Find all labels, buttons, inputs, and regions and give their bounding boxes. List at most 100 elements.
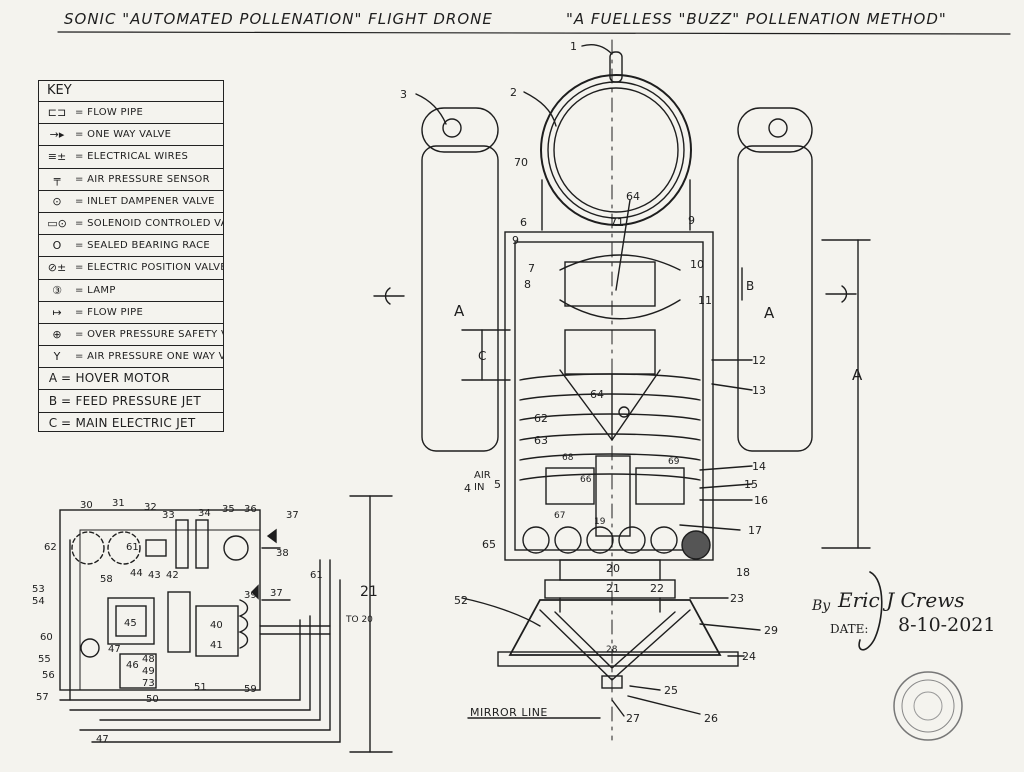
callout-3: 3: [400, 88, 407, 101]
sch-to-label: TO 20: [345, 615, 373, 625]
sch-callout-41: 41: [210, 640, 223, 651]
callout-14: 14: [752, 460, 766, 473]
sch-callout-46: 46: [126, 660, 139, 671]
sch-callout-51: 51: [194, 682, 207, 693]
sch-callout-39: 39: [244, 590, 257, 601]
sch-callout-35: 35: [222, 504, 235, 515]
callout-68: 68: [562, 453, 574, 463]
signature-date-label: DATE:: [830, 622, 869, 636]
callout-16: 16: [754, 494, 768, 507]
callout-18: 18: [736, 566, 750, 579]
sch-callout-57: 57: [36, 692, 49, 703]
callout-21: 21: [606, 582, 620, 595]
callout-66: 66: [580, 475, 592, 485]
key-row: ▭⊙= SOLENOID CONTROLED VALVE: [39, 213, 223, 236]
key-row: ↦= FLOW PIPE: [39, 302, 223, 324]
callout-29: 29: [764, 624, 778, 637]
key-letter: A: [48, 371, 58, 386]
key-row-text: = FLOW PIPE: [75, 306, 144, 318]
sch-callout-58: 58: [100, 574, 113, 585]
label-A-right: A: [764, 304, 775, 322]
key-heading: KEY: [39, 81, 223, 102]
inlet-dampener-icon: ⊙: [52, 194, 62, 208]
sch-callout-38: 38: [276, 548, 289, 559]
callout-13: 13: [752, 384, 766, 397]
sch-callout-43: 43: [148, 570, 161, 581]
sch-callout-30: 30: [80, 500, 93, 511]
control-schematic: [59, 495, 393, 753]
sch-callout-61b: 61: [126, 542, 139, 553]
callout-63: 63: [534, 434, 548, 447]
flow-pipe-icon: ⊏⊐: [47, 106, 67, 120]
key-row-text: = ONE WAY VALVE: [75, 129, 172, 141]
callout-62: 62: [534, 412, 548, 425]
callout-26: 26: [704, 712, 718, 725]
sch-callout-47a: 47: [108, 644, 121, 655]
key-letter: C: [48, 416, 58, 431]
bearing-race-icon: O: [52, 239, 62, 253]
sch-callout-49: 49: [142, 666, 155, 677]
callout-7: 7: [528, 262, 535, 275]
sch-callout-37a: 37: [286, 510, 299, 521]
callout-1: 1: [570, 40, 577, 53]
sch-callout-45: 45: [124, 618, 137, 629]
key-row: Y= AIR PRESSURE ONE WAY VALVE: [39, 346, 223, 369]
callout-67: 67: [554, 511, 565, 521]
sch-callout-42: 42: [166, 570, 179, 581]
callout-8: 8: [524, 278, 531, 291]
key-row: ③ = LAMP: [39, 280, 223, 302]
air-pressure-sensor-icon: ╤: [53, 172, 61, 186]
key-letter: B: [48, 393, 58, 408]
callout-23: 23: [730, 592, 744, 605]
key-row-text: = LAMP: [75, 284, 116, 296]
signature-by: By: [812, 598, 831, 614]
sch-callout-53: 53: [32, 584, 45, 595]
callout-12: 12: [752, 354, 766, 367]
sch-callout-44: 44: [130, 568, 143, 579]
safety-valve-icon: ⊕: [52, 327, 62, 341]
legend-key-table: KEY ⊏⊐= FLOW PIPE→▸= ONE WAY VALVE≡±= EL…: [38, 80, 224, 432]
sch-callout-50: 50: [146, 694, 159, 705]
sch-callout-32: 32: [144, 502, 157, 513]
drone-main-assembly: [373, 39, 871, 741]
sch-callout-36: 36: [244, 504, 257, 515]
key-row: C= MAIN ELECTRIC JET: [39, 413, 223, 435]
callout-25: 25: [664, 684, 678, 697]
callout-9b: 9: [688, 214, 695, 227]
label-A-left: A: [454, 302, 465, 320]
key-row: ≡±= ELECTRICAL WIRES: [39, 146, 223, 169]
key-row: B= FEED PRESSURE JET: [39, 390, 223, 413]
callout-22: 22: [650, 582, 664, 595]
signature-date: 8-10-2021: [898, 614, 996, 636]
sch-callout-33: 33: [162, 510, 175, 521]
callout-5: 5: [494, 478, 501, 491]
callout-27: 27: [626, 712, 640, 725]
callout-10: 10: [690, 258, 704, 271]
callout-15: 15: [744, 478, 758, 491]
sch-callout-31: 31: [112, 498, 125, 509]
key-row: ╤ = AIR PRESSURE SENSOR: [39, 169, 223, 191]
electrical-wires-icon: ≡±: [47, 150, 67, 164]
key-row-text: = SEALED BEARING RACE: [75, 240, 210, 252]
label-C: C: [478, 349, 486, 363]
callout-64: 64: [626, 190, 640, 203]
key-row: →▸= ONE WAY VALVE: [39, 124, 223, 147]
air-one-way-valve-icon: Y: [53, 350, 61, 364]
key-row-text: = AIR PRESSURE SENSOR: [75, 173, 210, 185]
callout-28: 28: [606, 645, 618, 655]
drawing-title: SONIC "AUTOMATED POLLENATION" FLIGHT DRO…: [64, 10, 493, 28]
callout-70: 70: [514, 156, 528, 169]
sch-callout-56: 56: [42, 670, 55, 681]
sch-callout-73: 73: [142, 678, 155, 689]
callout-9a: 9: [512, 234, 519, 247]
lamp-icon: ③: [52, 283, 62, 297]
sch-callout-47b: 47: [96, 734, 109, 745]
sch-callout-55: 55: [38, 654, 51, 665]
label-B: B: [746, 279, 754, 293]
key-row-text: = INLET DAMPENER VALVE: [75, 195, 215, 207]
sch-callout-40: 40: [210, 620, 223, 631]
key-row: ⊏⊐= FLOW PIPE: [39, 102, 223, 125]
